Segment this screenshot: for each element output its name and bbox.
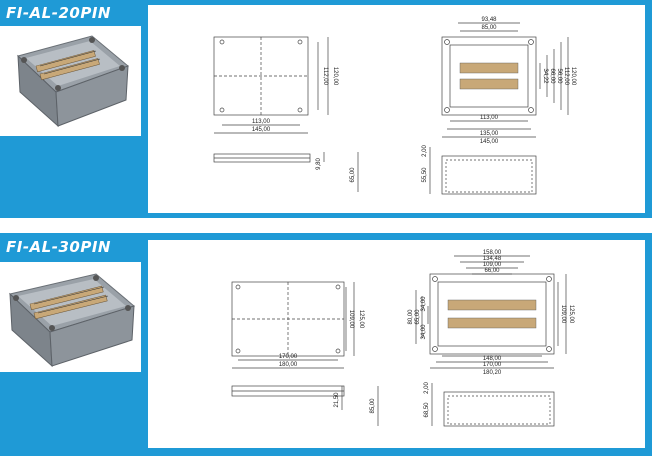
- dim-label: 170,00: [483, 362, 502, 368]
- product-photo-30pin: [0, 262, 141, 372]
- dim-label: 55,50: [422, 167, 428, 183]
- dim-label: 180,20: [483, 370, 502, 376]
- dim-label: 85,00: [481, 25, 497, 31]
- product-title: FI-AL-30PIN: [6, 238, 111, 256]
- dim-label: 113,00: [252, 119, 271, 125]
- drawing-panel-20pin: 113,00 145,00 112,00 120,00 9,80 65,00 9…: [148, 5, 645, 213]
- dim-label: 180,00: [279, 362, 298, 368]
- dim-label: 66,00: [549, 68, 555, 84]
- dim-label: 2,00: [422, 145, 428, 157]
- dim-label: 21,50: [334, 392, 340, 408]
- dim-label: 34,22: [542, 68, 548, 84]
- product-photo-20pin: [0, 26, 141, 136]
- dim-label: 85,00: [370, 398, 376, 414]
- dim-label: 93,48: [481, 17, 497, 23]
- dim-label: 68,50: [424, 402, 430, 418]
- dim-label: 112,00: [563, 67, 569, 86]
- dim-label: 113,00: [480, 115, 499, 121]
- dim-label: 9,80: [316, 158, 322, 170]
- dim-label: 65,00: [350, 167, 356, 183]
- dim-label: 109,00: [348, 310, 354, 329]
- dim-label: 65,00: [415, 309, 421, 325]
- dim-label: 112,00: [322, 67, 328, 86]
- product-title: FI-AL-20PIN: [6, 4, 111, 22]
- dim-label: 148,00: [483, 356, 502, 362]
- dim-label: 135,00: [480, 131, 499, 137]
- dim-label: 34,00: [421, 324, 427, 340]
- enclosure-photo: [8, 273, 136, 368]
- dim-label: 134,48: [483, 256, 502, 262]
- dim-label: 80,00: [408, 309, 414, 325]
- dim-label: 120,00: [332, 67, 338, 86]
- technical-drawing: 170,00 180,00 109,00 125,00 21,50 85,00 …: [231, 250, 574, 427]
- dim-label: 125,00: [568, 305, 574, 324]
- dim-label: 56,00: [556, 68, 562, 84]
- dim-label: 145,00: [480, 139, 499, 145]
- dim-label: 66,00: [484, 268, 500, 274]
- dim-label: 145,00: [252, 127, 271, 133]
- dim-label: 109,00: [560, 305, 566, 324]
- enclosure-photo: [17, 35, 129, 128]
- dim-label: 170,00: [279, 354, 298, 360]
- dim-label: 120,00: [570, 67, 576, 86]
- technical-drawing: 113,00 145,00 112,00 120,00 9,80 65,00 9…: [213, 17, 576, 195]
- dim-label: 109,00: [483, 262, 502, 268]
- dim-label: 125,00: [358, 310, 364, 329]
- dim-label: 34,00: [421, 296, 427, 312]
- dim-label: 158,00: [483, 250, 502, 256]
- drawing-panel-30pin: 170,00 180,00 109,00 125,00 21,50 85,00 …: [148, 240, 645, 448]
- dim-label: 2,00: [424, 382, 430, 394]
